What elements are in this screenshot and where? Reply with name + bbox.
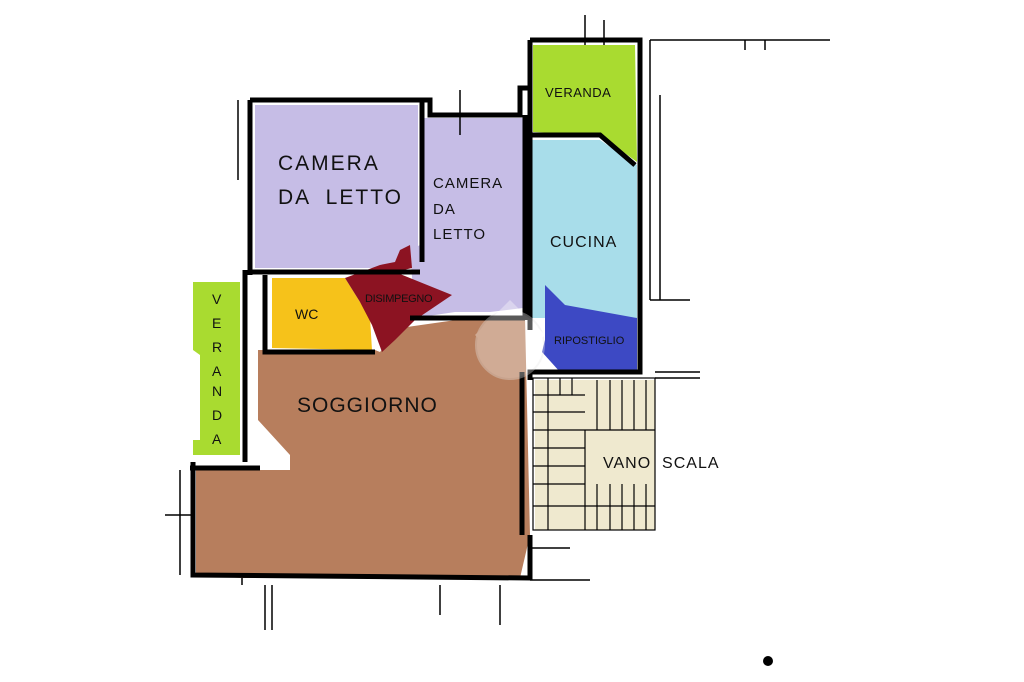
label-veranda-left-letter: R xyxy=(212,339,222,355)
label-camera-2-line1: CAMERA xyxy=(433,175,503,192)
label-veranda-left-letter: E xyxy=(212,315,221,331)
room-cucina-fill xyxy=(530,140,637,318)
label-veranda-left-letter: A xyxy=(212,363,222,379)
label-veranda-top: VERANDA xyxy=(545,85,611,100)
label-camera-2-line3: LETTO xyxy=(433,226,486,243)
label-camera-1-line2: DA LETTO xyxy=(278,186,403,209)
label-veranda-left-letter: N xyxy=(212,383,222,399)
label-camera-1-line1: CAMERA xyxy=(278,152,380,175)
label-vano-scala: VANO SCALA xyxy=(603,455,720,472)
room-wc-fill xyxy=(272,278,372,350)
label-cucina: CUCINA xyxy=(550,234,617,251)
label-soggiorno: SOGGIORNO xyxy=(297,394,438,417)
room-camera-1-fill xyxy=(255,105,418,268)
label-wc: WC xyxy=(295,306,318,322)
label-disimpegno: DISIMPEGNO xyxy=(365,293,433,305)
stair-treads xyxy=(532,377,656,531)
watermark-logo xyxy=(475,300,545,380)
label-veranda-left-letter: D xyxy=(212,407,222,423)
room-labels: CAMERA DA LETTO CAMERA DA LETTO VERANDA … xyxy=(212,85,720,472)
room-camera-2-fill xyxy=(410,118,523,318)
label-veranda-left-letter: V xyxy=(212,291,222,307)
room-veranda-left-fill xyxy=(193,282,240,455)
ink-dot xyxy=(763,656,773,666)
label-ripostiglio: RIPOSTIGLIO xyxy=(554,335,625,347)
room-soggiorno-fill xyxy=(196,318,530,578)
label-camera-2-line2: DA xyxy=(433,201,456,218)
walls xyxy=(165,15,830,630)
room-ripostiglio-fill xyxy=(542,285,637,372)
label-veranda-left: V E R A N D A xyxy=(212,291,222,447)
room-vano-scala-fill xyxy=(535,380,655,530)
label-veranda-left-letter: A xyxy=(212,431,222,447)
